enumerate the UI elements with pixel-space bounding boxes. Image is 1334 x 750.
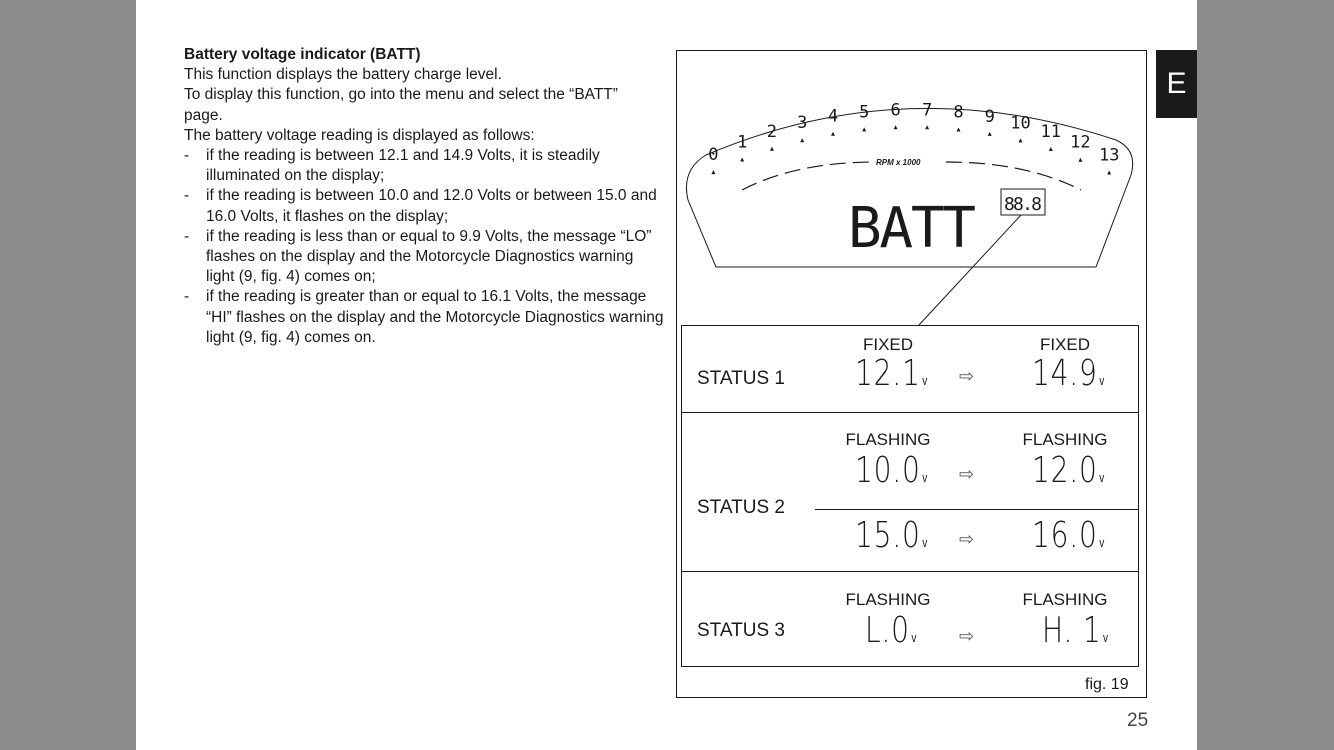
rpm-tick-label: 5 <box>859 102 869 122</box>
page-number: 25 <box>1127 710 1149 731</box>
mode-label: FLASHING <box>845 430 931 449</box>
mode-label: FIXED <box>862 335 914 354</box>
bullet-dash: - <box>184 187 190 205</box>
figure-frame <box>676 50 1147 698</box>
row-divider <box>682 412 1138 413</box>
row-divider-partial <box>815 509 1138 510</box>
figure-caption: fig. 19 <box>1085 676 1129 693</box>
language-tab: E <box>1156 50 1197 118</box>
intro-line-2: To display this function, go into the me… <box>184 86 618 124</box>
row-divider <box>682 571 1138 572</box>
list-item: -if the reading is between 12.1 and 14.9… <box>184 146 664 186</box>
rpm-tick-label: 0 <box>708 145 718 165</box>
status-label: STATUS 1 <box>697 368 785 389</box>
rpm-tick-label: 1 <box>737 133 747 153</box>
rpm-tick-marker <box>893 125 898 130</box>
small-display-box <box>1000 188 1046 216</box>
rpm-tick-marker <box>956 127 961 132</box>
manual-page <box>136 0 1197 750</box>
rpm-tick-label: 7 <box>922 100 932 120</box>
mode-label: FLASHING <box>1022 590 1108 609</box>
arrow-icon: ⇨ <box>959 366 975 386</box>
rpm-tick-marker <box>831 131 835 136</box>
arrow-icon: ⇨ <box>959 464 975 484</box>
rpm-tick-marker <box>711 170 716 175</box>
pointer-line <box>918 214 1022 326</box>
rpm-tick-marker <box>740 157 745 162</box>
rpm-tick-label: 4 <box>828 107 838 127</box>
rpm-tick-marker <box>925 125 930 130</box>
rpm-tick-label: 2 <box>767 122 777 142</box>
rpm-tick-marker <box>987 131 992 136</box>
rpm-tick-marker <box>800 138 805 143</box>
mode-label: FLASHING <box>845 590 931 609</box>
rpm-arc <box>741 161 1082 191</box>
bullet-dash: - <box>184 147 190 165</box>
rpm-tick-marker <box>862 127 867 132</box>
rpm-tick-label: 11 <box>1041 122 1061 142</box>
rpm-tick-label: 13 <box>1099 146 1119 166</box>
rpm-tick-label: 12 <box>1070 133 1090 153</box>
rpm-tick-marker <box>1048 147 1053 151</box>
rpm-label: RPM x 1000 <box>876 158 921 167</box>
battery-section: Battery voltage indicator (BATT) This fu… <box>184 45 664 348</box>
dashboard-outline <box>686 107 1134 268</box>
rpm-tick-marker <box>1078 157 1083 162</box>
rpm-tick-marker <box>769 146 774 151</box>
small-display: 88.8 <box>1004 194 1042 215</box>
mode-label: FLASHING <box>1022 430 1108 449</box>
rpm-tick-label: 6 <box>890 100 900 120</box>
rpm-tick-label: 9 <box>985 107 995 127</box>
bullet-text: if the reading is between 12.1 and 14.9 … <box>206 147 600 185</box>
section-title: Battery voltage indicator (BATT) <box>184 46 421 63</box>
arrow-icon: ⇨ <box>959 529 975 549</box>
rpm-tick-label: 10 <box>1010 113 1030 133</box>
bullet-text: if the reading is between 10.0 and 12.0 … <box>206 187 657 225</box>
intro-line-1: This function displays the battery charg… <box>184 66 502 84</box>
rpm-tick-marker <box>1018 138 1023 143</box>
list-item: -if the reading is greater than or equal… <box>184 287 664 348</box>
status-label: STATUS 3 <box>697 620 785 641</box>
bullet-text: if the reading is less than or equal to … <box>206 227 652 286</box>
bullet-dash: - <box>184 288 190 306</box>
mode-label: FIXED <box>1039 335 1091 354</box>
list-item: -if the reading is between 10.0 and 12.0… <box>184 186 664 226</box>
bullet-dash: - <box>184 227 190 245</box>
rpm-tick-label: 3 <box>797 113 807 133</box>
batt-display: BATT <box>848 196 976 261</box>
list-item: -if the reading is less than or equal to… <box>184 227 664 288</box>
bullet-text: if the reading is greater than or equal … <box>206 288 664 346</box>
intro-line-3: The battery voltage reading is displayed… <box>184 126 535 144</box>
reading-list: -if the reading is between 12.1 and 14.9… <box>184 146 664 348</box>
status-label: STATUS 2 <box>697 497 785 518</box>
arrow-icon: ⇨ <box>959 626 975 646</box>
rpm-tick-label: 8 <box>953 103 963 123</box>
rpm-tick-marker <box>1107 170 1112 175</box>
